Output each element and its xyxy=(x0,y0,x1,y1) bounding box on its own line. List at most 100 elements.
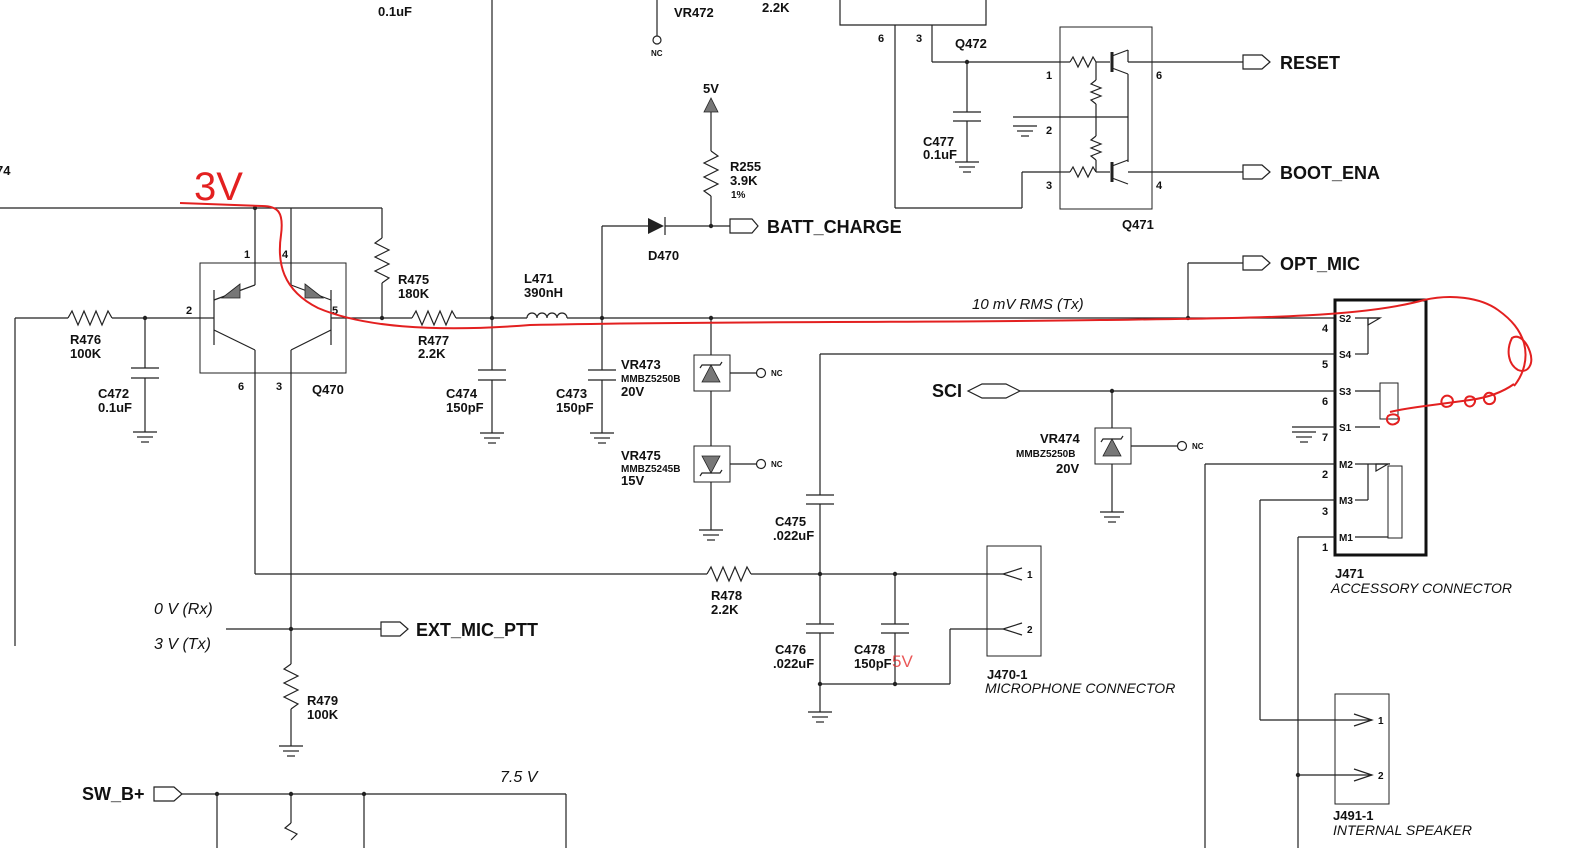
j471-name: ACCESSORY CONNECTOR xyxy=(1330,580,1512,596)
q470-pin-4: 4 xyxy=(282,249,289,261)
j471-connector: 4 S2 5 S4 6 S3 7 S1 2 M2 3 M3 1 M1 J471 … xyxy=(820,298,1512,596)
r476-c472-section: R476 100K C472 0.1uF xyxy=(14,309,200,646)
j471-pin-num-0: 4 xyxy=(1322,323,1329,335)
j471-pin-name-2: S3 xyxy=(1339,387,1352,398)
l471-ref: L471 xyxy=(524,271,554,286)
r255-value: 3.9K xyxy=(730,173,758,188)
j470-ref: J470-1 xyxy=(987,667,1027,682)
j491-ref: J491-1 xyxy=(1333,808,1373,823)
net-sw-b: SW_B+ xyxy=(82,784,145,804)
ext-mic-ptt-section: EXT_MIC_PTT 0 V (Rx) 3 V (Tx) R479 100K xyxy=(154,373,538,757)
c475-value: .022uF xyxy=(773,528,814,543)
j470-pin-2: 2 xyxy=(1027,625,1033,636)
annotation-tx-rms: 10 mV RMS (Tx) xyxy=(972,296,1084,313)
top-fragments: 0.1uF NC VR472 2.2K 74 xyxy=(0,0,790,320)
j471-pin-num-5: 3 xyxy=(1322,506,1328,518)
c-top-value: 0.1uF xyxy=(378,4,412,19)
q471-pin-4: 4 xyxy=(1156,180,1163,192)
q470-pin-6: 6 xyxy=(238,381,244,393)
red-markup: 3V 5V xyxy=(179,165,1533,671)
j471-pin-name-3: S1 xyxy=(1339,423,1352,434)
r478-value: 2.2K xyxy=(711,602,739,617)
j491-speaker: 1 2 J491-1 INTERNAL SPEAKER xyxy=(1204,464,1472,848)
j470-pin-1: 1 xyxy=(1027,570,1033,581)
j471-pin-name-4: M2 xyxy=(1339,460,1353,471)
r479-value: 100K xyxy=(307,707,339,722)
q472-pin-3: 3 xyxy=(916,33,922,45)
vr475-nc: NC xyxy=(771,460,783,469)
vr473-ref: VR473 xyxy=(621,357,661,372)
net-sci: SCI xyxy=(932,381,962,401)
vr474-nc: NC xyxy=(1192,442,1204,451)
vr474-part: MMBZ5250B xyxy=(1016,449,1075,460)
vr473-voltage: 20V xyxy=(621,384,644,399)
j471-pin-name-6: M1 xyxy=(1339,533,1353,544)
c474-ref: C474 xyxy=(446,386,478,401)
q471-pin-2: 2 xyxy=(1046,125,1052,137)
q470-pin-5: 5 xyxy=(332,305,338,317)
main-signal-line: R475 180K R477 2.2K L471 390nH C474 150p… xyxy=(346,208,1335,444)
vr475-voltage: 15V xyxy=(621,473,644,488)
net-opt-mic: OPT_MIC xyxy=(1280,254,1360,274)
q472-ref: Q472 xyxy=(955,36,987,51)
c472-value: 0.1uF xyxy=(98,400,132,415)
q471-pin-6: 6 xyxy=(1156,70,1162,82)
j471-pin-name-0: S2 xyxy=(1339,314,1352,325)
l471-value: 390nH xyxy=(524,285,563,300)
mic-connector-section: C475 .022uF R478 2.2K C476 .022uF C478 1… xyxy=(254,354,1175,723)
vr473-vr475: NC VR473 MMBZ5250B 20V NC VR475 MMBZ5245… xyxy=(621,318,783,541)
j471-pin-num-1: 5 xyxy=(1322,359,1328,371)
annotation-7-5v: 7.5 V xyxy=(500,769,539,786)
j491-pin-2: 2 xyxy=(1378,771,1384,782)
q471-ref: Q471 xyxy=(1122,217,1154,232)
handwritten-3v: 3V xyxy=(194,165,243,209)
c478-value: 150pF xyxy=(854,656,892,671)
net-boot-ena: BOOT_ENA xyxy=(1280,163,1380,183)
r-top-value: 2.2K xyxy=(762,0,790,15)
vr473-nc: NC xyxy=(771,369,783,378)
c477-ref: C477 xyxy=(923,134,954,149)
r475-value: 180K xyxy=(398,286,430,301)
supply-5v: 5V xyxy=(703,81,719,96)
q471-pin-3: 3 xyxy=(1046,180,1052,192)
c478-ref: C478 xyxy=(854,642,885,657)
vr472-ref: VR472 xyxy=(674,5,714,20)
annotation-rx-0v: 0 V (Rx) xyxy=(154,601,213,618)
vr474-voltage: 20V xyxy=(1056,461,1079,476)
q471-q472-section: 6 3 Q472 C477 0.1uF xyxy=(839,0,1380,232)
d470-ref: D470 xyxy=(648,248,679,263)
q470-pin-3: 3 xyxy=(276,381,282,393)
j471-pin-num-6: 1 xyxy=(1322,542,1328,554)
r476-ref: R476 xyxy=(70,332,101,347)
r478-ref: R478 xyxy=(711,588,742,603)
j470-name: MICROPHONE CONNECTOR xyxy=(985,680,1175,696)
c473-ref: C473 xyxy=(556,386,587,401)
r255-ref: R255 xyxy=(730,159,761,174)
j471-ref: J471 xyxy=(1335,566,1364,581)
j471-pin-name-5: M3 xyxy=(1339,496,1353,507)
j471-pin-name-1: S4 xyxy=(1339,350,1352,361)
opt-mic: OPT_MIC 10 mV RMS (Tx) xyxy=(972,254,1360,318)
r476-value: 100K xyxy=(70,346,102,361)
c476-ref: C476 xyxy=(775,642,806,657)
sw-b-section: SW_B+ 7.5 V xyxy=(82,769,567,848)
c473-value: 150pF xyxy=(556,400,594,415)
c476-value: .022uF xyxy=(773,656,814,671)
r477-ref: R477 xyxy=(418,333,449,348)
c472-ref: C472 xyxy=(98,386,129,401)
j491-pin-1: 1 xyxy=(1378,716,1384,727)
edge-label: 74 xyxy=(0,163,11,178)
q470-pin-2: 2 xyxy=(186,305,192,317)
c474-value: 150pF xyxy=(446,400,484,415)
r255-tol: 1% xyxy=(731,190,746,201)
vr475-ref: VR475 xyxy=(621,448,661,463)
net-batt-charge: BATT_CHARGE xyxy=(767,217,902,237)
vr473-part: MMBZ5250B xyxy=(621,374,680,385)
r479-ref: R479 xyxy=(307,693,338,708)
j471-pin-num-3: 7 xyxy=(1322,432,1328,444)
q470: 1 4 2 5 6 3 Q470 xyxy=(186,208,347,397)
vr474-ref: VR474 xyxy=(1040,431,1081,446)
q471-pin-1: 1 xyxy=(1046,70,1052,82)
c477-value: 0.1uF xyxy=(923,147,957,162)
